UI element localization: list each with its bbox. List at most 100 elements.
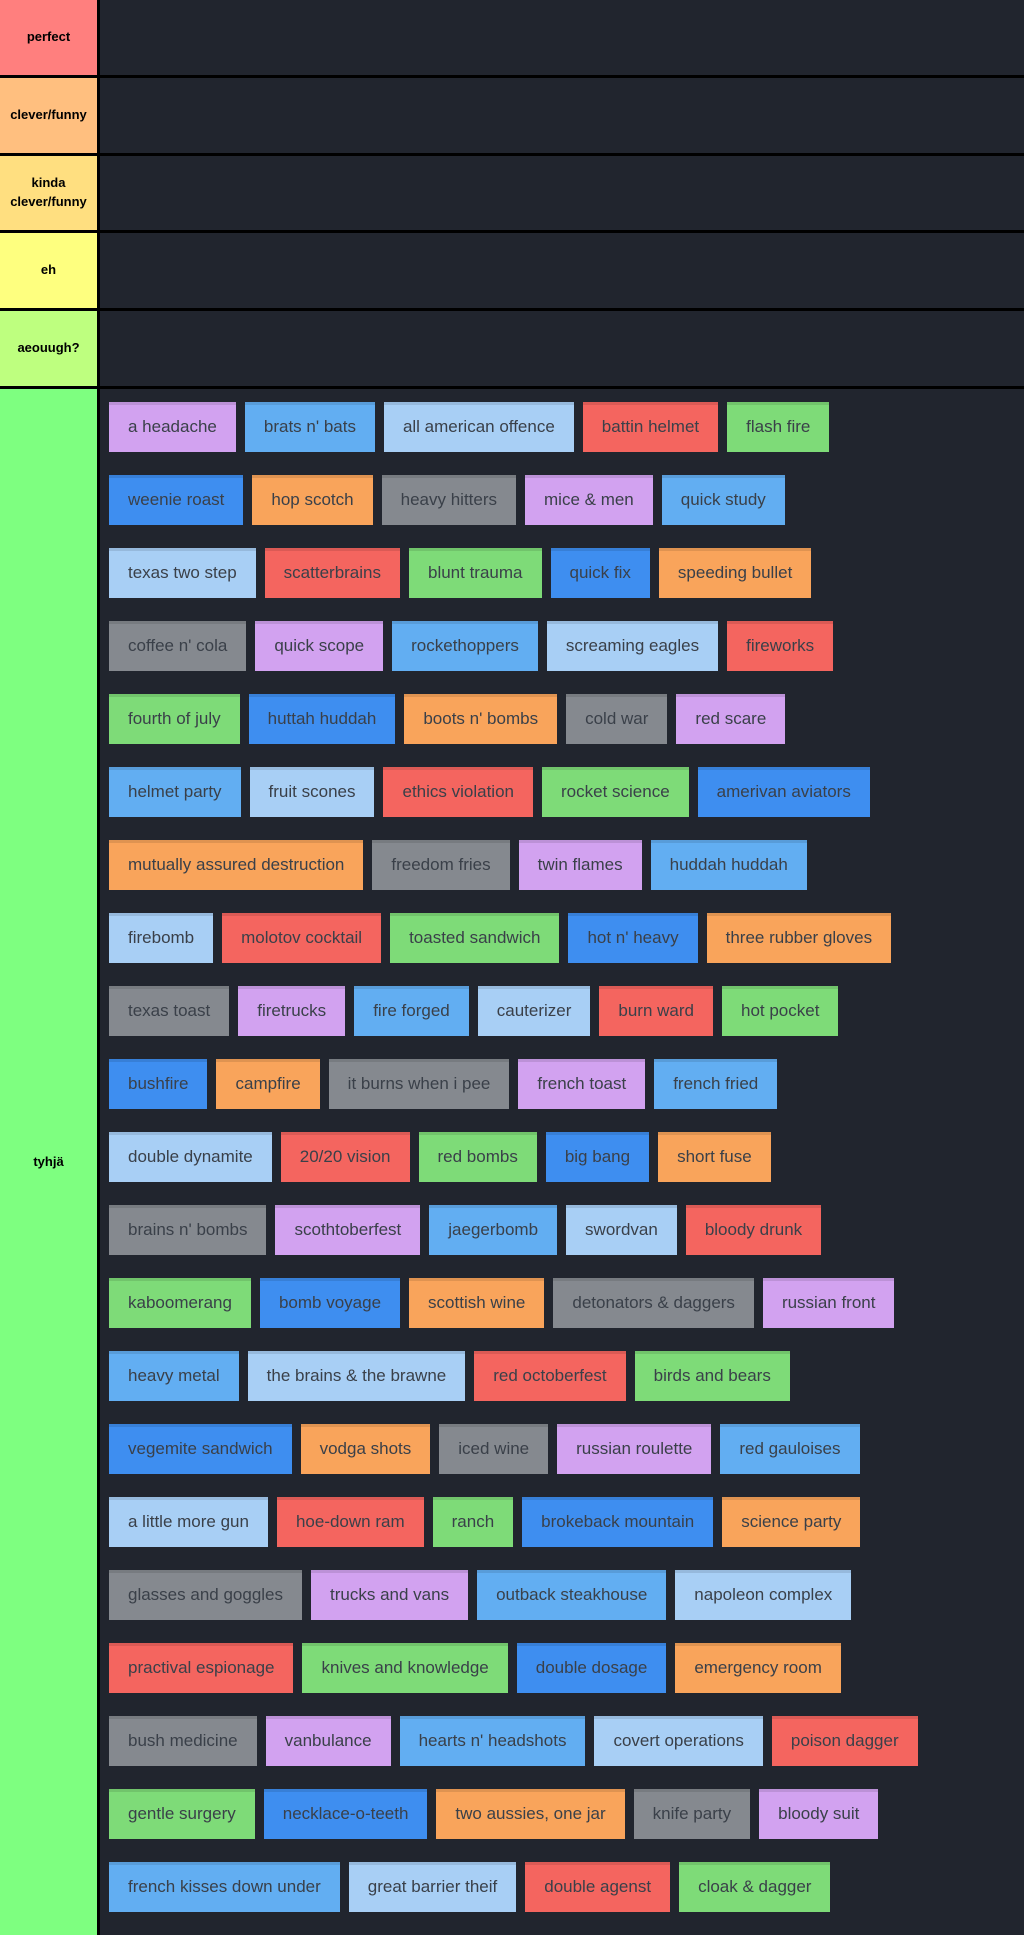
tile-french-kisses-down-under[interactable]: french kisses down under xyxy=(109,1861,340,1912)
tile-a-little-more-gun[interactable]: a little more gun xyxy=(109,1496,268,1547)
tile-quick-study[interactable]: quick study xyxy=(661,474,785,525)
tile-fireworks[interactable]: fireworks xyxy=(727,620,834,671)
tile-helmet-party[interactable]: helmet party xyxy=(109,766,241,817)
tile-fire-forged[interactable]: fire forged xyxy=(354,985,469,1036)
tile-coffee-n-cola[interactable]: coffee n' cola xyxy=(109,620,247,671)
tile-red-gauloises[interactable]: red gauloises xyxy=(720,1423,860,1474)
tile-birds-and-bears[interactable]: birds and bears xyxy=(634,1350,790,1401)
tile-hoe-down-ram[interactable]: hoe-down ram xyxy=(276,1496,424,1547)
tile-fruit-scones[interactable]: fruit scones xyxy=(249,766,375,817)
tile-red-octoberfest[interactable]: red octoberfest xyxy=(474,1350,626,1401)
tile-scatterbrains[interactable]: scatterbrains xyxy=(264,547,400,598)
tile-brokeback-mountain[interactable]: brokeback mountain xyxy=(522,1496,714,1547)
tile-rocket-science[interactable]: rocket science xyxy=(542,766,689,817)
tile-hot-pocket[interactable]: hot pocket xyxy=(721,985,839,1036)
tile-hearts-n-headshots[interactable]: hearts n' headshots xyxy=(399,1715,586,1766)
tile-french-fried[interactable]: french fried xyxy=(654,1058,778,1109)
tier-dropzone[interactable] xyxy=(100,0,1024,75)
tile-trucks-and-vans[interactable]: trucks and vans xyxy=(311,1569,469,1620)
tile-battin-helmet[interactable]: battin helmet xyxy=(582,401,719,452)
tile-great-barrier-theif[interactable]: great barrier theif xyxy=(348,1861,517,1912)
tier-dropzone[interactable] xyxy=(100,155,1024,231)
tile-boots-n-bombs[interactable]: boots n' bombs xyxy=(404,693,558,744)
tile-heavy-metal[interactable]: heavy metal xyxy=(109,1350,239,1401)
tile-poison-dagger[interactable]: poison dagger xyxy=(771,1715,918,1766)
tile-covert-operations[interactable]: covert operations xyxy=(594,1715,763,1766)
tile-gentle-surgery[interactable]: gentle surgery xyxy=(109,1788,255,1839)
tile-knife-party[interactable]: knife party xyxy=(633,1788,751,1839)
tile-double-agenst[interactable]: double agenst xyxy=(525,1861,671,1912)
tile-weenie-roast[interactable]: weenie roast xyxy=(109,474,244,525)
tile-fourth-of-july[interactable]: fourth of july xyxy=(109,693,240,744)
tile-two-aussies-one-jar[interactable]: two aussies, one jar xyxy=(436,1788,625,1839)
tile-ethics-violation[interactable]: ethics violation xyxy=(383,766,533,817)
tile-bloody-drunk[interactable]: bloody drunk xyxy=(685,1204,822,1255)
tier-dropzone[interactable] xyxy=(100,311,1024,386)
tile-all-american-offence[interactable]: all american offence xyxy=(383,401,574,452)
tile-texas-toast[interactable]: texas toast xyxy=(109,985,230,1036)
tile-three-rubber-gloves[interactable]: three rubber gloves xyxy=(706,912,892,963)
tile-toasted-sandwich[interactable]: toasted sandwich xyxy=(390,912,560,963)
tile-ranch[interactable]: ranch xyxy=(432,1496,514,1547)
tile-practival-espionage[interactable]: practival espionage xyxy=(109,1642,294,1693)
tile-science-party[interactable]: science party xyxy=(722,1496,861,1547)
tile-scottish-wine[interactable]: scottish wine xyxy=(409,1277,545,1328)
tile-burn-ward[interactable]: burn ward xyxy=(599,985,713,1036)
tile-swordvan[interactable]: swordvan xyxy=(566,1204,677,1255)
tile-iced-wine[interactable]: iced wine xyxy=(439,1423,549,1474)
tile-cauterizer[interactable]: cauterizer xyxy=(477,985,591,1036)
tile-bomb-voyage[interactable]: bomb voyage xyxy=(259,1277,401,1328)
tile-short-fuse[interactable]: short fuse xyxy=(658,1131,771,1182)
tile-cloak-dagger[interactable]: cloak & dagger xyxy=(679,1861,831,1912)
tile-vanbulance[interactable]: vanbulance xyxy=(265,1715,391,1766)
tile-huddah-huddah[interactable]: huddah huddah xyxy=(650,839,807,890)
tile-flash-fire[interactable]: flash fire xyxy=(727,401,830,452)
tile-vegemite-sandwich[interactable]: vegemite sandwich xyxy=(109,1423,292,1474)
tile-quick-fix[interactable]: quick fix xyxy=(550,547,650,598)
tile-firetrucks[interactable]: firetrucks xyxy=(238,985,346,1036)
tile-red-bombs[interactable]: red bombs xyxy=(418,1131,537,1182)
tile-quick-scope[interactable]: quick scope xyxy=(255,620,384,671)
tile-kaboomerang[interactable]: kaboomerang xyxy=(109,1277,251,1328)
tile-heavy-hitters[interactable]: heavy hitters xyxy=(381,474,517,525)
tile-vodga-shots[interactable]: vodga shots xyxy=(300,1423,431,1474)
tile-amerivan-aviators[interactable]: amerivan aviators xyxy=(697,766,870,817)
tile-campfire[interactable]: campfire xyxy=(216,1058,320,1109)
tile-molotov-cocktail[interactable]: molotov cocktail xyxy=(222,912,382,963)
tile-glasses-and-goggles[interactable]: glasses and goggles xyxy=(109,1569,303,1620)
tile-hot-n-heavy[interactable]: hot n' heavy xyxy=(568,912,698,963)
tile-mutually-assured-destruction[interactable]: mutually assured destruction xyxy=(109,839,364,890)
tier-dropzone[interactable] xyxy=(100,233,1024,309)
tile-speeding-bullet[interactable]: speeding bullet xyxy=(658,547,812,598)
tile-big-bang[interactable]: big bang xyxy=(545,1131,650,1182)
tile-bushfire[interactable]: bushfire xyxy=(109,1058,208,1109)
tile-mice-men[interactable]: mice & men xyxy=(525,474,653,525)
tile-20-20-vision[interactable]: 20/20 vision xyxy=(280,1131,410,1182)
tile-twin-flames[interactable]: twin flames xyxy=(518,839,642,890)
tile-outback-steakhouse[interactable]: outback steakhouse xyxy=(477,1569,667,1620)
tile-double-dosage[interactable]: double dosage xyxy=(516,1642,667,1693)
tile-screaming-eagles[interactable]: screaming eagles xyxy=(546,620,719,671)
tile-it-burns-when-i-pee[interactable]: it burns when i pee xyxy=(328,1058,510,1109)
tile-russian-front[interactable]: russian front xyxy=(762,1277,895,1328)
tile-russian-roulette[interactable]: russian roulette xyxy=(557,1423,712,1474)
tier-dropzone[interactable] xyxy=(100,77,1024,153)
tile-hop-scotch[interactable]: hop scotch xyxy=(252,474,373,525)
tile-a-headache[interactable]: a headache xyxy=(109,401,236,452)
tile-blunt-trauma[interactable]: blunt trauma xyxy=(409,547,542,598)
tile-french-toast[interactable]: french toast xyxy=(518,1058,646,1109)
tile-rockethoppers[interactable]: rockethoppers xyxy=(392,620,538,671)
tile-bloody-suit[interactable]: bloody suit xyxy=(759,1788,879,1839)
tile-firebomb[interactable]: firebomb xyxy=(109,912,214,963)
tile-freedom-fries[interactable]: freedom fries xyxy=(372,839,510,890)
tile-scothtoberfest[interactable]: scothtoberfest xyxy=(275,1204,421,1255)
tile-knives-and-knowledge[interactable]: knives and knowledge xyxy=(302,1642,508,1693)
tile-detonators-daggers[interactable]: detonators & daggers xyxy=(553,1277,754,1328)
tile-double-dynamite[interactable]: double dynamite xyxy=(109,1131,272,1182)
tile-brats-n-bats[interactable]: brats n' bats xyxy=(244,401,375,452)
tile-cold-war[interactable]: cold war xyxy=(566,693,668,744)
tile-bush-medicine[interactable]: bush medicine xyxy=(109,1715,257,1766)
tile-huttah-huddah[interactable]: huttah huddah xyxy=(248,693,396,744)
tile-red-scare[interactable]: red scare xyxy=(676,693,786,744)
